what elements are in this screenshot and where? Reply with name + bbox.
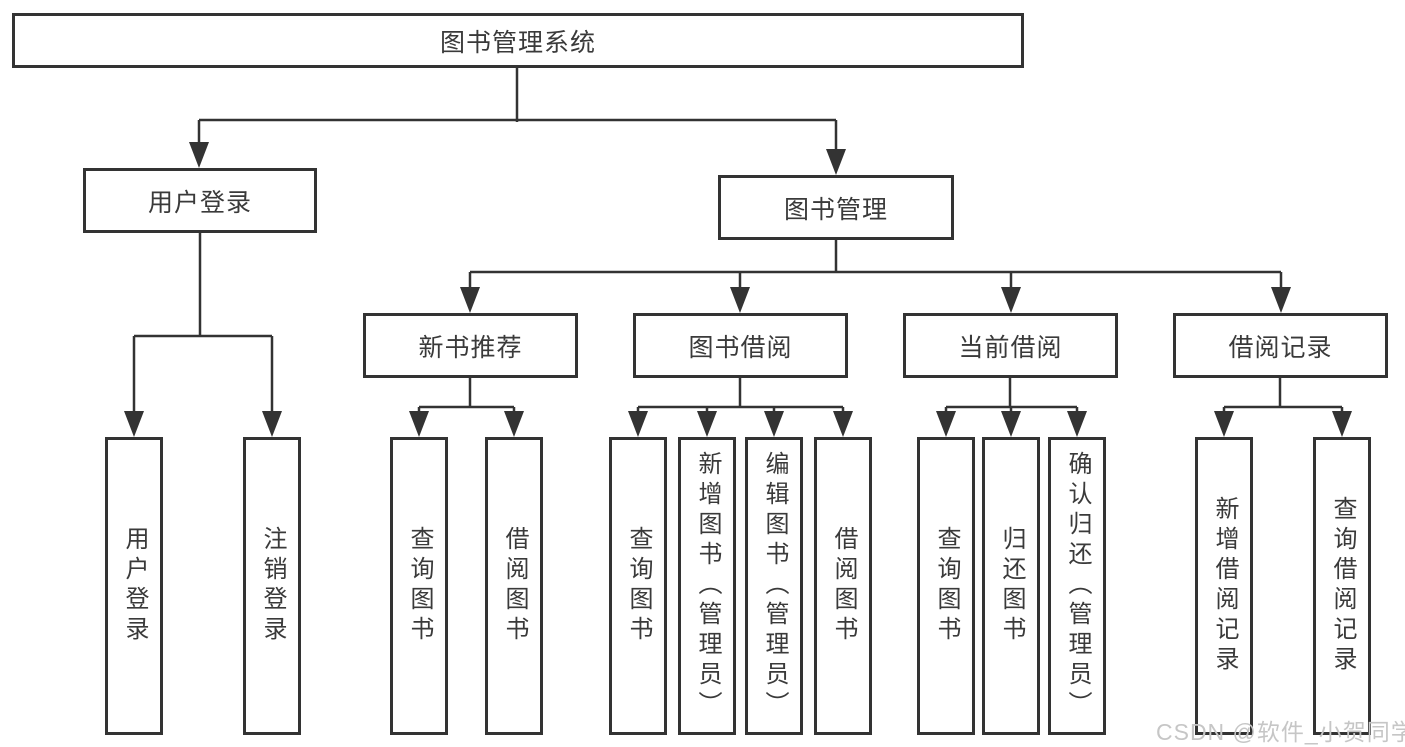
leaf-cb-return-books-label: 归还图书 [998,526,1025,646]
leaf-rec-borrow-books: 借阅图书 [485,437,543,735]
node-new-book-recommend: 新书推荐 [363,313,578,378]
leaf-cb-query-books-label: 查询图书 [933,526,960,646]
leaf-bb-query-books-label: 查询图书 [625,526,652,646]
leaf-logout-label: 注销登录 [259,526,286,646]
leaf-bb-borrow-books: 借阅图书 [814,437,872,735]
node-borrow-records-label: 借阅记录 [1228,333,1333,362]
leaf-cb-confirm-return-admin-label: 确认归还（管理员） [1064,451,1091,721]
node-book-borrow: 图书借阅 [633,313,848,378]
leaf-br-query-record: 查询借阅记录 [1313,437,1371,735]
leaf-bb-add-books-admin: 新增图书（管理员） [678,437,736,735]
leaf-rec-query-books-label: 查询图书 [406,526,433,646]
leaf-logout: 注销登录 [243,437,301,735]
node-book-borrow-label: 图书借阅 [688,333,793,362]
leaf-br-query-record-label: 查询借阅记录 [1329,496,1356,676]
node-root: 图书管理系统 [12,13,1024,68]
leaf-bb-edit-books-admin: 编辑图书（管理员） [745,437,803,735]
node-book-management: 图书管理 [718,175,954,240]
node-user-login: 用户登录 [83,168,317,233]
node-user-login-label: 用户登录 [147,188,252,217]
node-root-label: 图书管理系统 [439,28,596,57]
leaf-cb-return-books: 归还图书 [982,437,1040,735]
leaf-rec-query-books: 查询图书 [390,437,448,735]
leaf-user-login: 用户登录 [105,437,163,735]
leaf-bb-borrow-books-label: 借阅图书 [830,526,857,646]
node-borrow-records: 借阅记录 [1173,313,1388,378]
leaf-br-add-record-label: 新增借阅记录 [1211,496,1238,676]
node-new-book-recommend-label: 新书推荐 [418,333,523,362]
leaf-rec-borrow-books-label: 借阅图书 [501,526,528,646]
csdn-watermark: CSDN @软件_小贺同学 [1156,719,1405,745]
arrowheads [124,142,1352,437]
leaf-bb-edit-books-admin-label: 编辑图书（管理员） [761,451,788,721]
leaf-br-add-record: 新增借阅记录 [1195,437,1253,735]
leaf-bb-query-books: 查询图书 [609,437,667,735]
node-book-management-label: 图书管理 [783,195,888,224]
leaf-cb-query-books: 查询图书 [917,437,975,735]
node-current-borrow: 当前借阅 [903,313,1118,378]
leaf-cb-confirm-return-admin: 确认归还（管理员） [1048,437,1106,735]
leaf-bb-add-books-admin-label: 新增图书（管理员） [694,451,721,721]
leaf-user-login-label: 用户登录 [121,526,148,646]
node-current-borrow-label: 当前借阅 [958,333,1063,362]
